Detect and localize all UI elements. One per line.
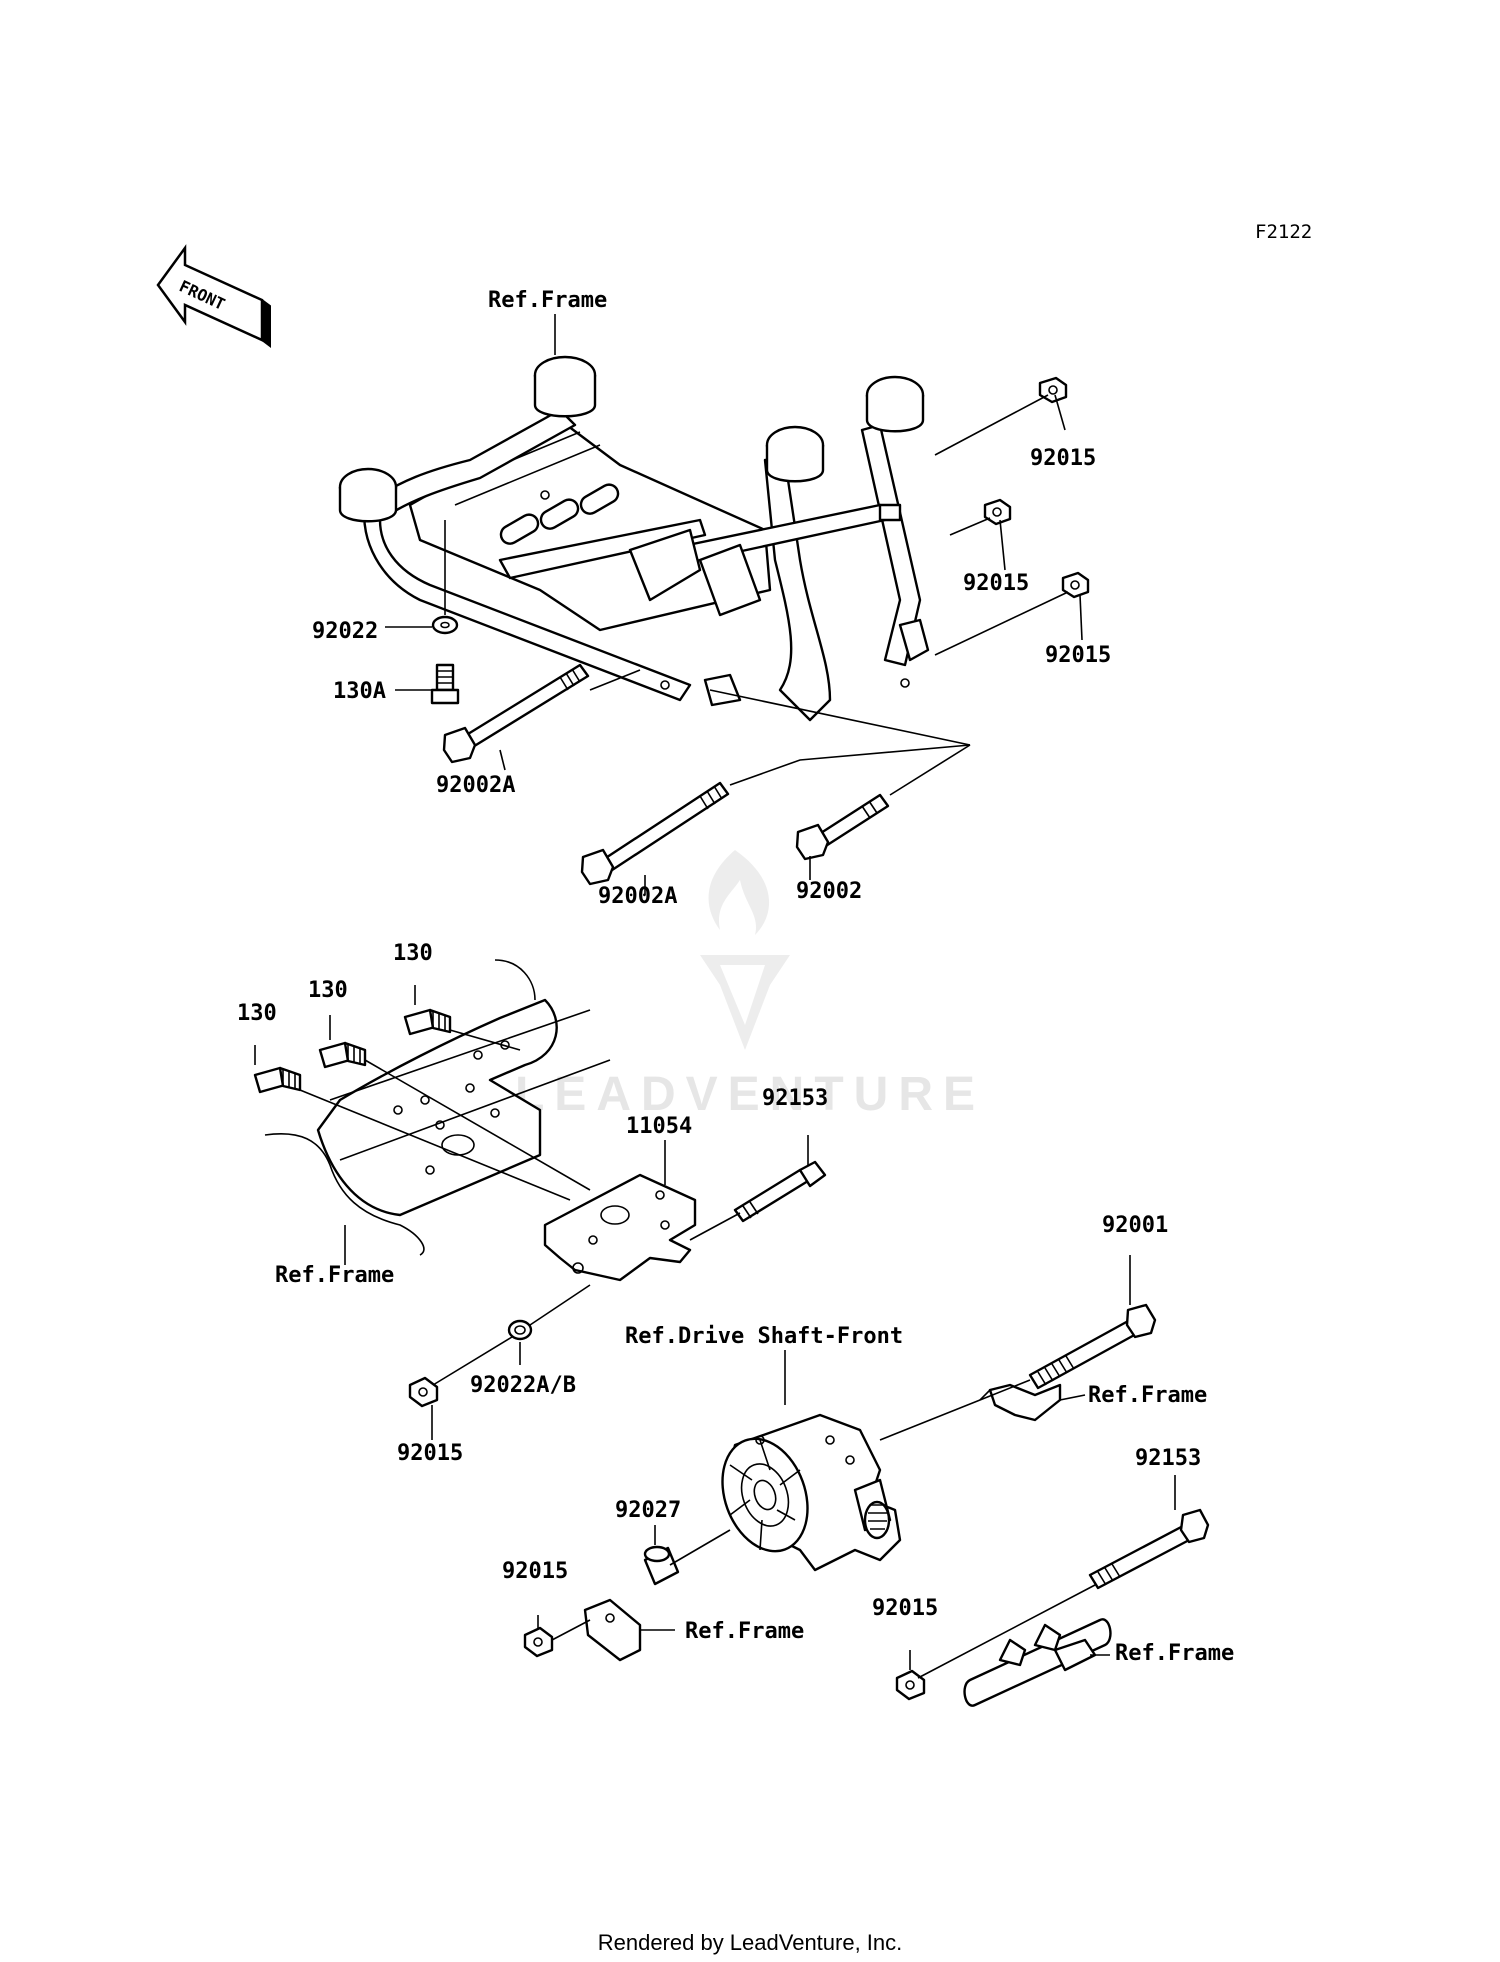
washer-92022-icon xyxy=(431,615,459,635)
nut-92015-lower-left-icon xyxy=(523,1626,554,1658)
label-92022ab: 92022A/B xyxy=(470,1373,576,1398)
label-92001: 92001 xyxy=(1102,1213,1168,1238)
bolt-92153-bottom-icon xyxy=(1088,1508,1210,1590)
bolt-92002a-bottom-icon xyxy=(580,781,730,886)
label-92015-b: 92015 xyxy=(963,571,1029,596)
bolt-130-1-icon xyxy=(253,1066,302,1094)
spacer-92027-icon xyxy=(643,1545,680,1586)
label-92015-lower-left: 92015 xyxy=(502,1559,568,1584)
label-92022: 92022 xyxy=(312,619,378,644)
bolt-92001-icon xyxy=(1028,1303,1157,1390)
frame-bracket-right1 xyxy=(979,1383,1062,1422)
frame-cross-member xyxy=(264,959,611,1256)
leader-lines-mid xyxy=(254,985,809,1440)
leader-lines-bottom xyxy=(537,1255,1176,1679)
diagram-code: F2122 xyxy=(1255,221,1312,243)
label-ref-frame-mid: Ref.Frame xyxy=(275,1263,394,1288)
bolt-130a-icon xyxy=(430,663,460,705)
bracket-11054 xyxy=(543,1173,697,1282)
bolt-92002a-left-icon xyxy=(442,663,590,764)
label-92027: 92027 xyxy=(615,1498,681,1523)
label-130-2: 130 xyxy=(308,978,348,1003)
nut-92015-mid-icon xyxy=(408,1376,439,1408)
label-130-3: 130 xyxy=(237,1001,277,1026)
frame-plate-lower xyxy=(583,1598,642,1662)
bolt-92153-top-icon xyxy=(733,1160,827,1223)
label-92153-bottom: 92153 xyxy=(1135,1446,1201,1471)
nut-92015-lower-right-icon xyxy=(895,1669,926,1701)
label-ref-frame-lower: Ref.Frame xyxy=(685,1619,804,1644)
label-130a: 130A xyxy=(333,679,386,704)
label-92002a-bottom: 92002A xyxy=(598,884,677,909)
footer-credit: Rendered by LeadVenture, Inc. xyxy=(598,1930,903,1955)
label-ref-frame-top: Ref.Frame xyxy=(488,288,607,313)
label-92153-top: 92153 xyxy=(762,1086,828,1111)
label-92002a-left: 92002A xyxy=(436,773,515,798)
nut-92015-a-icon xyxy=(1038,376,1068,404)
watermark-text: LEADVENTURE xyxy=(515,1068,985,1121)
label-130-1: 130 xyxy=(393,941,433,966)
watermark-logo xyxy=(700,850,790,1050)
label-ref-frame-right1: Ref.Frame xyxy=(1088,1383,1207,1408)
washer-92022ab-icon xyxy=(507,1319,533,1341)
bolt-92002-icon xyxy=(795,793,890,861)
nut-92015-b-icon xyxy=(983,498,1012,526)
bolt-130-2-icon xyxy=(318,1041,367,1069)
front-differential xyxy=(721,1413,902,1572)
label-92015-c: 92015 xyxy=(1045,643,1111,668)
label-11054: 11054 xyxy=(626,1114,692,1139)
nut-92015-c-icon xyxy=(1061,571,1090,599)
label-ref-drive-shaft: Ref.Drive Shaft-Front xyxy=(625,1324,903,1349)
bolt-130-3-icon xyxy=(403,1008,452,1036)
part-labels: Ref.Frame 92015 92015 92015 92022 130A 9… xyxy=(237,288,1234,1666)
label-92015-mid: 92015 xyxy=(397,1441,463,1466)
leader-lines-top xyxy=(385,314,1083,895)
front-arrow-icon: FRONT xyxy=(156,244,271,348)
label-92015-lower-right: 92015 xyxy=(872,1596,938,1621)
label-ref-frame-right2: Ref.Frame xyxy=(1115,1641,1234,1666)
frame-tube-lower-right xyxy=(963,1618,1112,1707)
label-92015-a: 92015 xyxy=(1030,446,1096,471)
frame-assembly xyxy=(338,355,930,722)
label-92002: 92002 xyxy=(796,879,862,904)
